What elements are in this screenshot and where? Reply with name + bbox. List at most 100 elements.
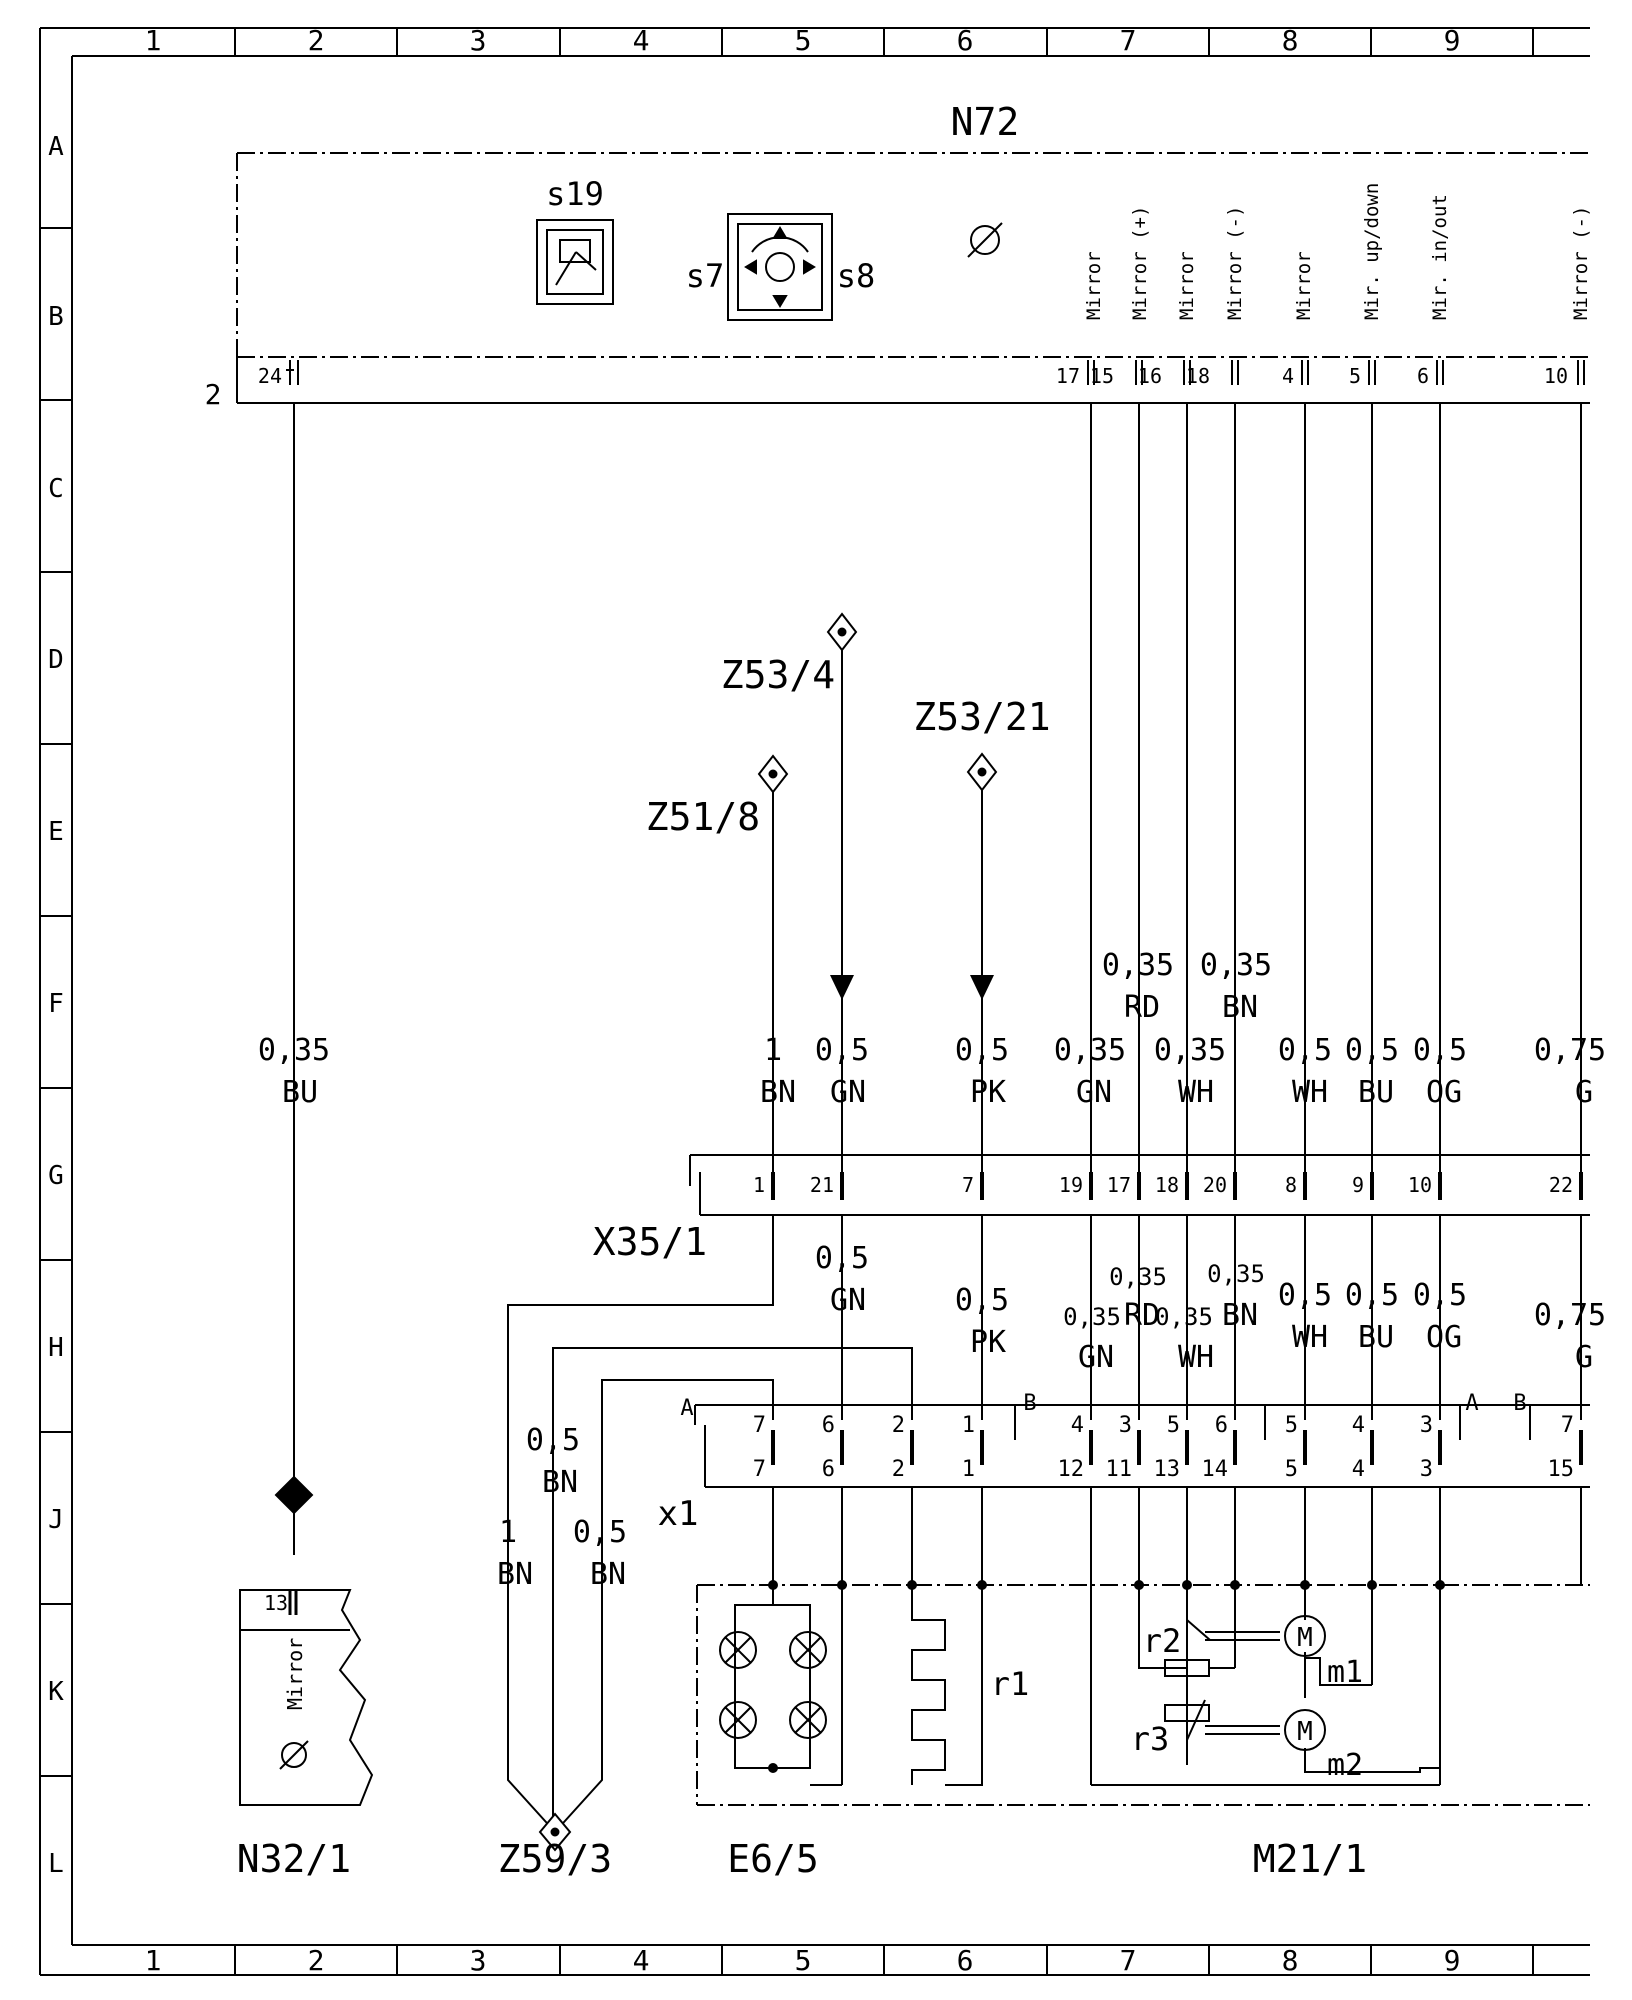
pin-label-mir-in-out: Mir. in/out (1429, 194, 1451, 320)
e6-5-label: E6/5 (727, 1837, 819, 1881)
wire-color: GN (1076, 1075, 1112, 1110)
module-n72-box (236, 152, 1590, 358)
wire-color: BU (282, 1075, 318, 1110)
pin-number: 6 (822, 1457, 835, 1482)
wire-color: WH (1178, 1340, 1214, 1375)
z53-4-label: Z53/4 (721, 653, 835, 697)
pin-number: 13 (1154, 1457, 1181, 1482)
wire-color: RD (1124, 990, 1160, 1025)
pin-number: 4 (1282, 364, 1294, 388)
wire-color: BU (1358, 1075, 1394, 1110)
wire-color: GN (830, 1283, 866, 1318)
lower-wire-labels: 0,5 GN 0,5 PK 0,35 GN 0,35 RD 0,35 WH 0,… (497, 1241, 1606, 1592)
col-label: 8 (1282, 24, 1299, 57)
wire-color: BN (1222, 990, 1258, 1025)
pin-number: 22 (1549, 1173, 1573, 1197)
module-pin-labels: Mirror Mirror (+) Mirror Mirror (-) Mirr… (1083, 183, 1592, 320)
x1-section-a-right: A (1465, 1391, 1478, 1416)
pin-number: 7 (1561, 1413, 1574, 1438)
wire-size: 0,35 (1063, 1303, 1121, 1331)
n32-1-component (239, 1475, 374, 1806)
col-label: 2 (308, 24, 325, 57)
pin-number: 16 (1138, 364, 1162, 388)
col-label: 9 (1444, 1944, 1461, 1977)
wire-size: 0,75 (1534, 1298, 1606, 1333)
z53-21-label: Z53/21 (913, 695, 1050, 739)
grid-row-labels: A B C D E F G H J K L (48, 132, 64, 1879)
col-label: 3 (470, 1944, 487, 1977)
x1-section-b-right: B (1513, 1391, 1526, 1416)
ground-point-z51-8 (757, 754, 789, 794)
wire-color: RD (1124, 1298, 1160, 1333)
wire-color: GN (830, 1075, 866, 1110)
x35-1-label: X35/1 (593, 1220, 707, 1264)
wire-size: 0,5 (1278, 1278, 1332, 1313)
col-label: 6 (957, 1944, 974, 1977)
component-box (696, 1584, 1590, 1806)
pin-number: 11 (1106, 1457, 1133, 1482)
pin-number: 4 (1352, 1413, 1365, 1438)
lamp-icon (789, 1701, 827, 1739)
wire-size: 0,5 (1413, 1033, 1467, 1068)
col-label: 6 (957, 24, 974, 57)
module-ground-symbol (967, 222, 1003, 258)
module-pins (286, 360, 1585, 385)
wire-color: GN (1078, 1340, 1114, 1375)
wire-color: OG (1426, 1075, 1462, 1110)
motor-m1-symbol: M (1297, 1623, 1313, 1653)
x1-pin-marks (771, 1430, 1583, 1465)
pin-number: 7 (962, 1173, 974, 1197)
wire-color: BN (590, 1557, 626, 1592)
col-label: 3 (470, 24, 487, 57)
wire-color: BU (1358, 1320, 1394, 1355)
pin-number: 10 (1408, 1173, 1432, 1197)
col-label: 4 (633, 24, 650, 57)
grid-row-dividers (40, 227, 72, 1777)
row-label: G (48, 1161, 64, 1191)
wire-size: 0,5 (955, 1283, 1009, 1318)
upper-wires (293, 403, 1582, 1535)
wire-color: WH (1178, 1075, 1214, 1110)
row-label: E (48, 817, 64, 847)
pin-number: 9 (1352, 1173, 1364, 1197)
x1-top-pin-numbers: 7 6 2 1 4 3 5 6 5 4 3 7 (753, 1413, 1574, 1438)
pin-number: 17 (1107, 1173, 1131, 1197)
x35-1-pin-numbers: 1 21 7 19 17 18 20 8 9 10 22 (753, 1173, 1573, 1197)
col-label: 9 (1444, 24, 1461, 57)
col-label: 2 (308, 1944, 325, 1977)
col-label: 1 (145, 24, 162, 57)
row-label: D (48, 645, 64, 675)
x1-label: x1 (658, 1494, 699, 1534)
wire-size: 0,35 (1102, 948, 1174, 983)
upper-wire-labels: 0,35 BU 1 BN 0,5 GN 0,5 PK 0,35 GN 0,35 … (258, 948, 1606, 1110)
col-label: 5 (795, 1944, 812, 1977)
row-label: B (48, 302, 64, 332)
r3-label: r3 (1131, 1720, 1170, 1758)
pin-number: 21 (810, 1173, 834, 1197)
pin-number: 7 (753, 1413, 766, 1438)
pin-number: 5 (1167, 1413, 1180, 1438)
row-label: L (48, 1849, 64, 1879)
wire-color: G (1575, 1340, 1593, 1375)
pin-number: 1 (962, 1413, 975, 1438)
pin-number: 1 (753, 1173, 765, 1197)
col-label: 5 (795, 24, 812, 57)
n32-1-pin: 13 (264, 1591, 288, 1615)
pin-number: 15 (1090, 364, 1114, 388)
pin-number: 3 (1119, 1413, 1132, 1438)
pin-label-mirror-plus: Mirror (+) (1129, 206, 1151, 320)
row-label: K (48, 1677, 64, 1707)
wire-color: BN (1222, 1298, 1258, 1333)
pin-number: 1 (962, 1457, 975, 1482)
ground-point-z59-3 (538, 1812, 572, 1852)
row-label: A (48, 132, 64, 162)
col-label: 1 (145, 1944, 162, 1977)
wire-color: BN (497, 1557, 533, 1592)
col-label: 7 (1120, 24, 1137, 57)
wire-size: 0,35 (1207, 1260, 1265, 1288)
r2-label: r2 (1143, 1622, 1182, 1660)
pin-label-mirror: Mirror (1293, 251, 1315, 320)
pin-number: 20 (1203, 1173, 1227, 1197)
pin-number: 4 (1071, 1413, 1084, 1438)
pin-number: 19 (1059, 1173, 1083, 1197)
